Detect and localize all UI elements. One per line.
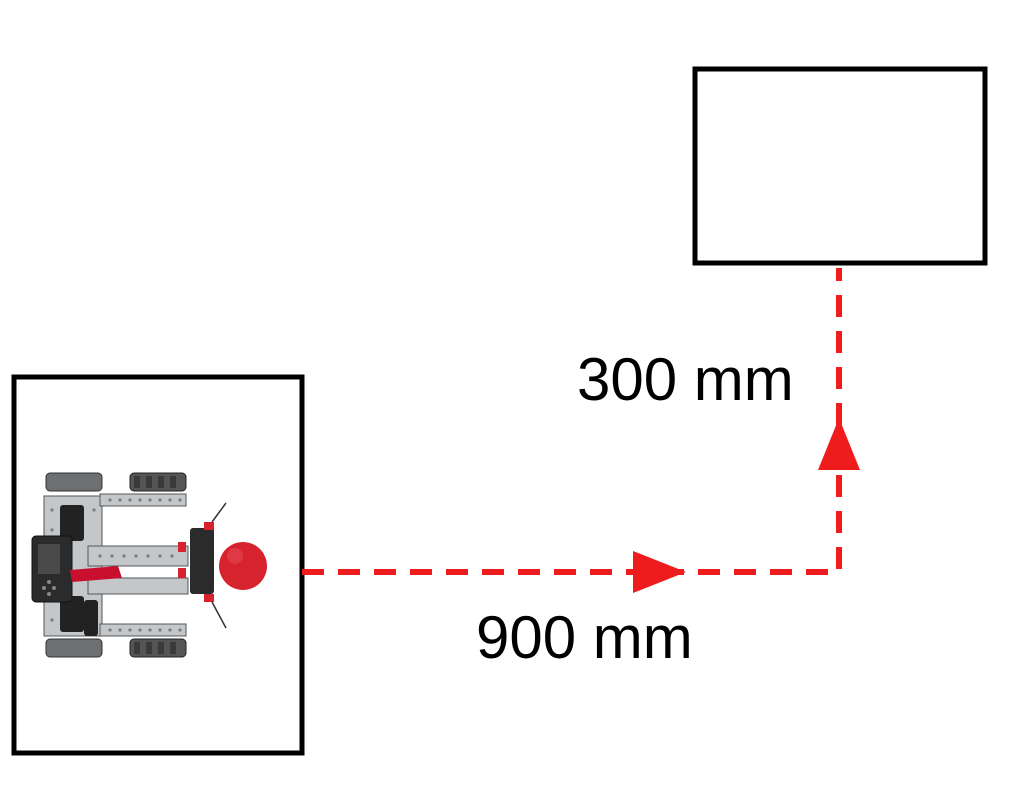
- vertical-distance-label: 300 mm: [577, 346, 794, 413]
- start-zone: [11, 374, 305, 756]
- wheel: [45, 472, 103, 658]
- target-zone: [692, 66, 988, 266]
- arrow-right-icon: [633, 551, 686, 593]
- horizontal-distance-label: 900 mm: [476, 604, 693, 671]
- robot-icon: [31, 472, 227, 658]
- arrow-up-icon: [818, 418, 860, 470]
- ball-icon: [219, 542, 267, 590]
- path-line: [302, 268, 842, 575]
